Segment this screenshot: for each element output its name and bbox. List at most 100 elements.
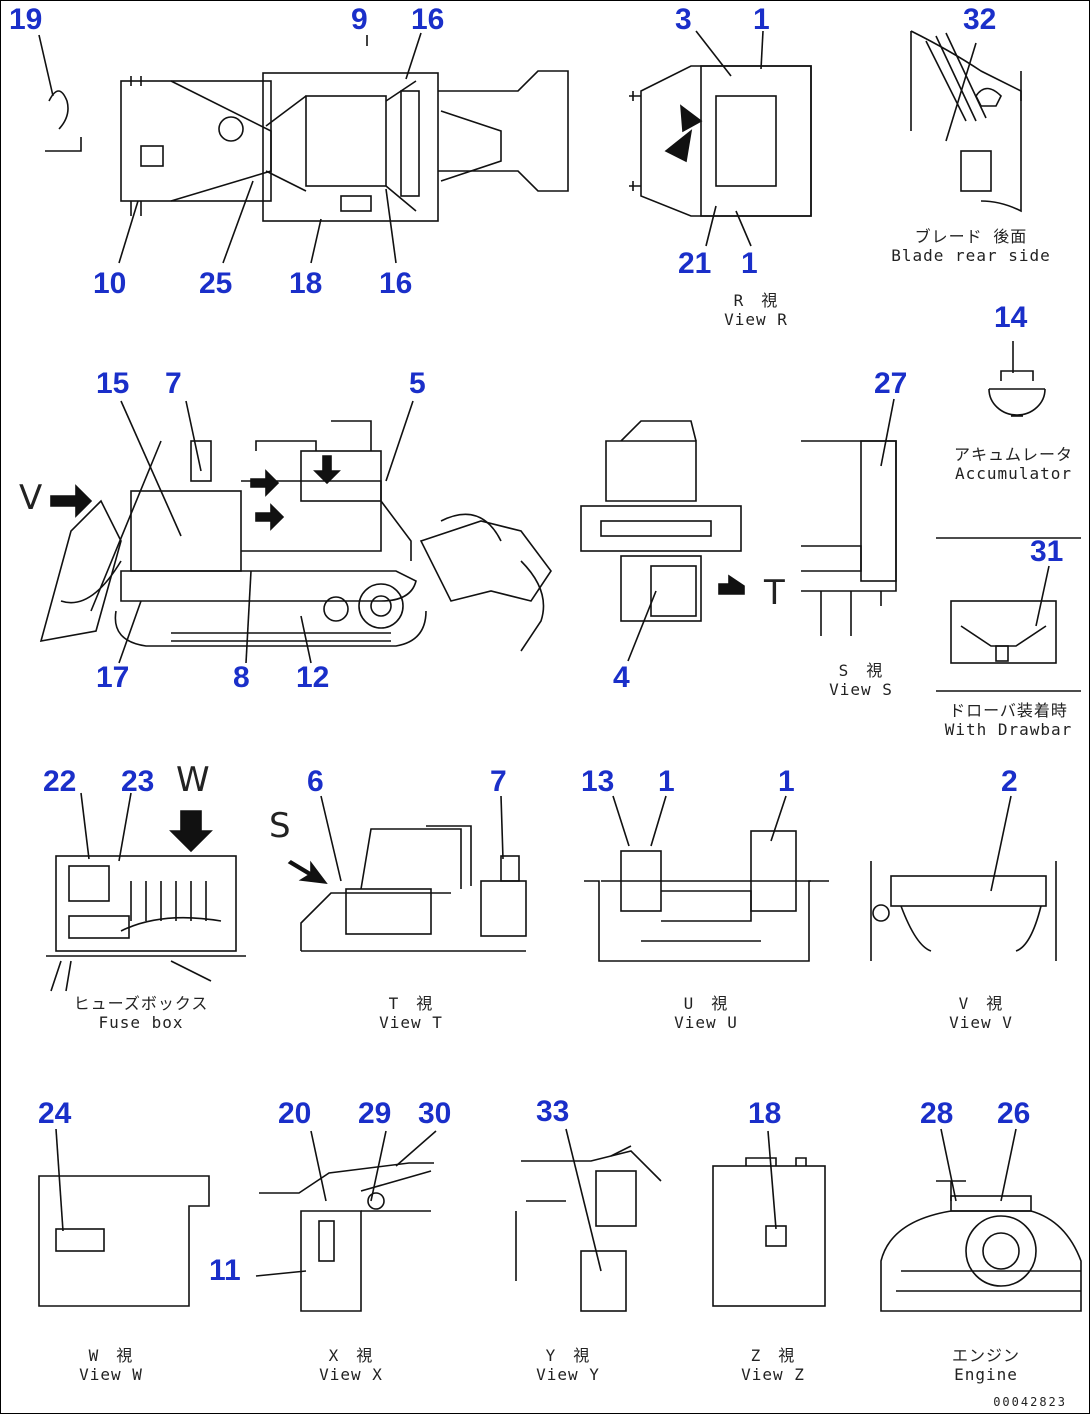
callout-8: 8 xyxy=(233,661,250,694)
callout-16-bottom: 16 xyxy=(379,267,413,300)
callout-21: 21 xyxy=(678,247,712,280)
view-r-drawing xyxy=(629,30,812,247)
callout-22: 22 xyxy=(43,765,77,798)
caption-accumulator-en: Accumulator xyxy=(955,464,1072,483)
caption-with-drawbar-en: With Drawbar xyxy=(944,720,1073,739)
callout-33: 33 xyxy=(536,1095,570,1128)
caption-blade-rear-jp: ブレード 後面 xyxy=(914,227,1028,246)
callout-7-t: 7 xyxy=(490,765,507,798)
caption-view-r-en: View R xyxy=(724,310,788,329)
side-view-drawing xyxy=(39,400,552,664)
caption-view-s-en: View S xyxy=(829,680,893,699)
caption-view-x-en: View X xyxy=(319,1365,383,1384)
callout-19: 19 xyxy=(9,3,43,36)
view-y-drawing xyxy=(515,1128,662,1312)
drawing-code: 00042823 xyxy=(993,1395,1067,1409)
caption-blade-rear-en: Blade rear side xyxy=(891,246,1051,265)
callout-27: 27 xyxy=(874,367,908,400)
view-u-drawing xyxy=(584,795,829,962)
callout-1-r-top: 1 xyxy=(753,3,770,36)
caption-blade-rear: ブレード 後面 Blade rear side xyxy=(871,227,1071,265)
caption-accumulator-jp: アキュムレータ xyxy=(953,445,1073,464)
callout-9: 9 xyxy=(351,3,368,36)
callout-24: 24 xyxy=(38,1097,72,1130)
callout-14: 14 xyxy=(994,301,1028,334)
callout-28: 28 xyxy=(920,1097,954,1130)
drawbar-drawing xyxy=(936,537,1081,692)
callout-11: 11 xyxy=(209,1254,241,1287)
caption-view-t: T 視 View T xyxy=(356,994,466,1032)
caption-view-s: S 視 View S xyxy=(806,661,916,699)
accumulator-drawing xyxy=(988,341,1046,417)
callout-13: 13 xyxy=(581,765,615,798)
view-t-drawing xyxy=(287,795,527,952)
callout-3: 3 xyxy=(675,3,692,36)
callout-30: 30 xyxy=(418,1097,452,1130)
caption-view-x: X 視 View X xyxy=(296,1346,406,1384)
view-w-drawing xyxy=(38,1128,210,1307)
callout-31: 31 xyxy=(1030,535,1064,568)
blade-rear-drawing xyxy=(910,30,1022,213)
caption-view-w-en: View W xyxy=(79,1365,143,1384)
caption-view-y-jp: Y 視 xyxy=(545,1346,591,1365)
caption-view-s-jp: S 視 xyxy=(838,661,884,680)
callout-15: 15 xyxy=(96,367,130,400)
view-letter-t: T xyxy=(764,573,785,613)
callout-1-u-left: 1 xyxy=(658,765,675,798)
caption-with-drawbar-jp: ドローバ装着時 xyxy=(949,701,1068,720)
callout-25: 25 xyxy=(199,267,233,300)
caption-view-v-jp: V 視 xyxy=(958,994,1004,1013)
callout-18-top: 18 xyxy=(289,267,323,300)
view-v-drawing xyxy=(870,795,1057,961)
caption-view-u: U 視 View U xyxy=(651,994,761,1032)
view-letter-v: V xyxy=(19,478,43,518)
caption-view-y: Y 視 View Y xyxy=(513,1346,623,1384)
callout-6: 6 xyxy=(307,765,324,798)
caption-view-x-jp: X 視 xyxy=(328,1346,374,1365)
caption-view-r-jp: R 視 xyxy=(733,291,779,310)
callout-7-side: 7 xyxy=(165,367,182,400)
caption-fuse-box-jp: ヒューズボックス xyxy=(73,994,209,1013)
caption-engine: エンジン Engine xyxy=(931,1346,1041,1384)
caption-view-z-en: View Z xyxy=(741,1365,805,1384)
callout-4: 4 xyxy=(613,661,630,694)
caption-accumulator: アキュムレータ Accumulator xyxy=(941,445,1086,483)
caption-fuse-box-en: Fuse box xyxy=(98,1013,184,1032)
callout-2: 2 xyxy=(1001,765,1018,798)
caption-with-drawbar: ドローバ装着時 With Drawbar xyxy=(931,701,1086,739)
caption-view-v-en: View V xyxy=(949,1013,1013,1032)
callout-32: 32 xyxy=(963,3,997,36)
caption-fuse-box: ヒューズボックス Fuse box xyxy=(56,994,226,1032)
fuse-box-drawing xyxy=(46,792,246,992)
callout-26: 26 xyxy=(997,1097,1031,1130)
caption-engine-en: Engine xyxy=(954,1365,1018,1384)
caption-view-t-jp: T 視 xyxy=(388,994,434,1013)
caption-view-y-en: View Y xyxy=(536,1365,600,1384)
top-view-drawing xyxy=(38,32,569,264)
callout-18-z: 18 xyxy=(748,1097,782,1130)
rear-view-drawing xyxy=(580,420,745,662)
caption-view-u-jp: U 視 xyxy=(683,994,729,1013)
caption-view-v: V 視 View V xyxy=(926,994,1036,1032)
callout-29: 29 xyxy=(358,1097,392,1130)
callout-5: 5 xyxy=(409,367,426,400)
callout-16-top: 16 xyxy=(411,3,445,36)
caption-view-t-en: View T xyxy=(379,1013,443,1032)
caption-view-u-en: View U xyxy=(674,1013,738,1032)
caption-view-w: W 視 View W xyxy=(56,1346,166,1384)
callout-20: 20 xyxy=(278,1097,312,1130)
view-s-drawing xyxy=(801,398,897,636)
view-letter-w: W xyxy=(176,760,210,800)
callout-23: 23 xyxy=(121,765,155,798)
caption-view-r: R 視 View R xyxy=(701,291,811,329)
engine-drawing xyxy=(880,1128,1082,1312)
caption-view-w-jp: W 視 xyxy=(88,1346,134,1365)
view-x-drawing xyxy=(255,1130,437,1312)
callout-1-u-right: 1 xyxy=(778,765,795,798)
caption-view-z: Z 視 View Z xyxy=(718,1346,828,1384)
callout-10: 10 xyxy=(93,267,127,300)
callout-12: 12 xyxy=(296,661,330,694)
caption-engine-jp: エンジン xyxy=(951,1346,1020,1365)
